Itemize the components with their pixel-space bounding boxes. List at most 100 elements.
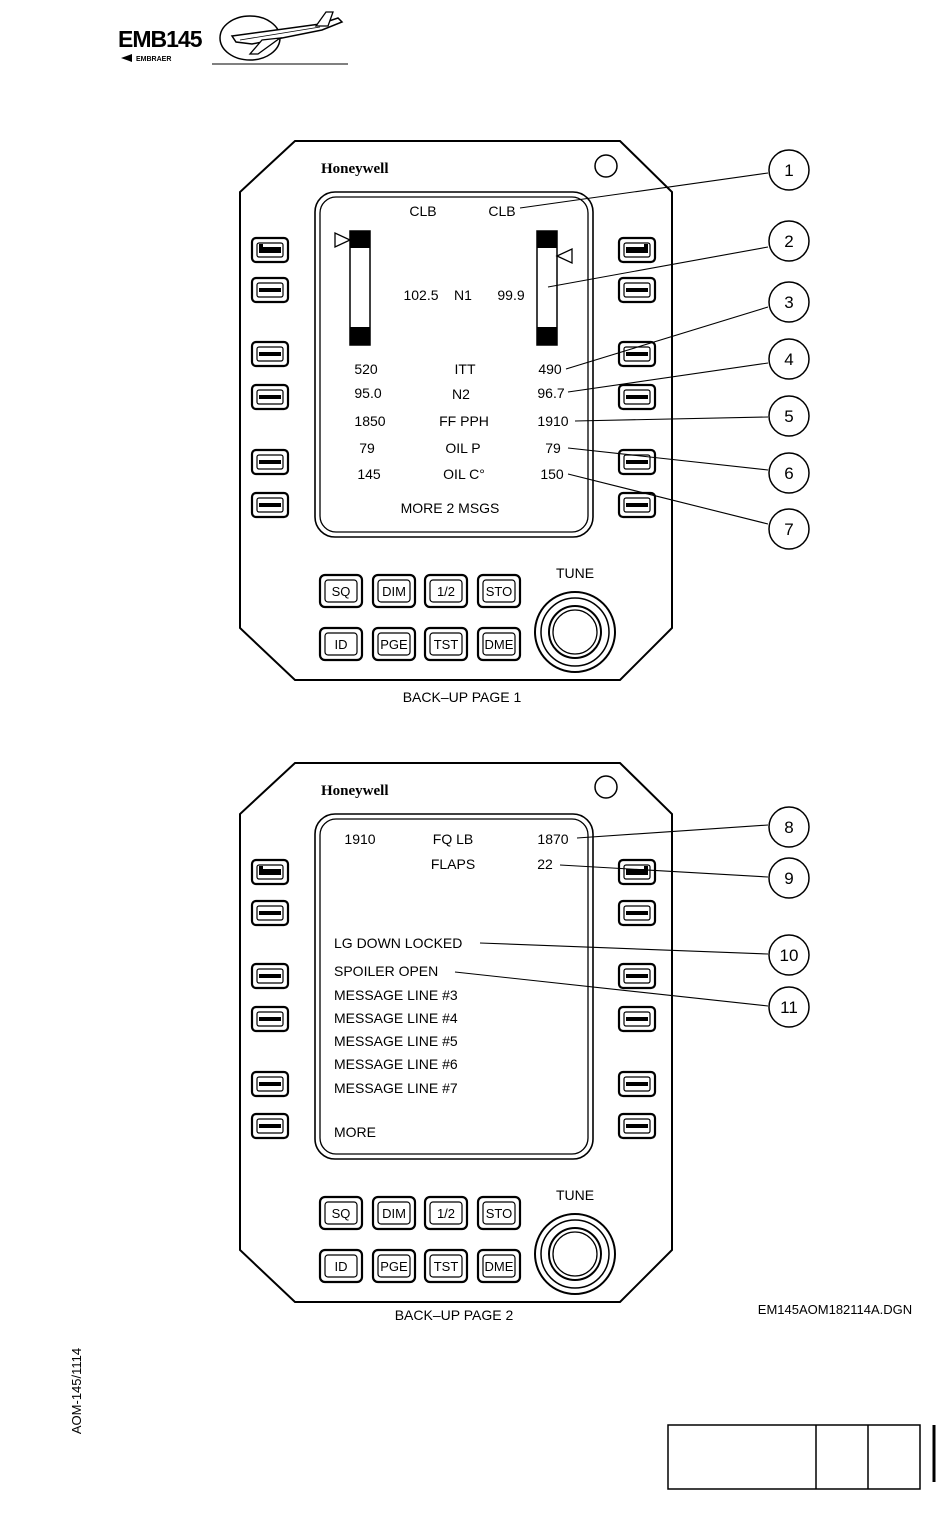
key-tst-button[interactable]: TST: [423, 1248, 469, 1284]
key-pge-button[interactable]: PGE: [371, 626, 417, 662]
line-select-key-right-5[interactable]: [617, 448, 657, 476]
line-select-icon: [626, 395, 648, 399]
key-dim-button[interactable]: DIM: [371, 1195, 417, 1231]
callout-number: 7: [784, 520, 793, 539]
line-select-key-left-4[interactable]: [250, 383, 290, 411]
line-select-key-right-2[interactable]: [617, 276, 657, 304]
line-select-icon: [259, 503, 281, 507]
logo-model: EMB145: [118, 26, 203, 52]
line-select-key-left-5[interactable]: [250, 448, 290, 476]
panel1-callouts: [519, 172, 769, 525]
line-select-keys[interactable]: [250, 858, 657, 1140]
key-tst-button[interactable]: TST: [423, 626, 469, 662]
n1-left-value: 102.5: [403, 287, 438, 303]
ff-row: 1850 FF PPH 1910: [354, 413, 568, 429]
key-sto-button[interactable]: STO: [476, 573, 522, 609]
line-select-key-left-3[interactable]: [250, 962, 290, 990]
ff-right: 1910: [537, 413, 568, 429]
n1-right-pointer-icon: [555, 247, 573, 265]
line-select-key-right-1[interactable]: [617, 858, 657, 886]
tune-knob[interactable]: [534, 1213, 616, 1295]
key-1-2-button[interactable]: 1/2: [423, 573, 469, 609]
key-id-button[interactable]: ID: [318, 1248, 364, 1284]
line-select-key-right-6[interactable]: [617, 1112, 657, 1140]
airplane-icon: [230, 11, 344, 55]
message-line: MESSAGE LINE #5: [334, 1033, 458, 1049]
line-select-key-left-1[interactable]: [250, 858, 290, 886]
display-footer: MORE: [334, 1124, 376, 1140]
line-select-icon: [626, 1017, 648, 1021]
revision-block: [667, 1424, 936, 1490]
line-select-key-right-4[interactable]: [617, 383, 657, 411]
oil-p-label: OIL P: [445, 440, 480, 456]
callout-1: 1: [768, 149, 810, 191]
panel1-caption: BACK–UP PAGE 1: [403, 689, 522, 705]
line-select-icon: [626, 288, 648, 292]
callout-number: 11: [780, 998, 798, 1017]
key-dme-button[interactable]: DME: [476, 626, 522, 662]
line-select-key-left-2[interactable]: [250, 899, 290, 927]
key-id-button[interactable]: ID: [318, 626, 364, 662]
mode-left: CLB: [409, 203, 436, 219]
line-select-key-right-3[interactable]: [617, 340, 657, 368]
line-select-key-left-3[interactable]: [250, 340, 290, 368]
tune-knob[interactable]: [534, 591, 616, 673]
display-screen: [319, 196, 589, 533]
line-select-key-left-2[interactable]: [250, 276, 290, 304]
flaps-value: 22: [537, 856, 553, 872]
n1-right-bar: [536, 230, 558, 346]
display-footer: MORE 2 MSGS: [401, 500, 500, 516]
callout-number: 8: [784, 818, 793, 837]
line-select-key-right-6[interactable]: [617, 491, 657, 519]
ff-left: 1850: [354, 413, 385, 429]
oil-c-right: 150: [540, 466, 564, 482]
n1-label: N1: [454, 287, 472, 303]
tune-label: TUNE: [556, 1187, 594, 1203]
callout-8: 8: [768, 806, 810, 848]
line-select-icon: [259, 244, 281, 253]
line-select-keys[interactable]: [250, 236, 657, 519]
message-line: MESSAGE LINE #4: [334, 1010, 458, 1026]
callout-number: 1: [784, 161, 793, 180]
line-select-key-left-5[interactable]: [250, 1070, 290, 1098]
n2-right: 96.7: [537, 385, 564, 401]
key-dme-button[interactable]: DME: [476, 1248, 522, 1284]
line-select-icon: [626, 911, 648, 915]
mode-right: CLB: [488, 203, 515, 219]
key-label: DME: [485, 1259, 514, 1274]
key-sto-button[interactable]: STO: [476, 1195, 522, 1231]
oil-c-label: OIL C°: [443, 466, 485, 482]
key-label: PGE: [380, 1259, 408, 1274]
line-select-icon: [626, 974, 648, 978]
doc-id: AOM-145/1114: [69, 1348, 84, 1434]
drawing-id: EM145AOM182114A.DGN: [758, 1302, 912, 1317]
line-select-key-left-6[interactable]: [250, 491, 290, 519]
key-label: ID: [335, 637, 348, 652]
oil-p-right: 79: [545, 440, 561, 456]
line-select-key-right-5[interactable]: [617, 1070, 657, 1098]
callout-number: 5: [784, 407, 793, 426]
message-line: LG DOWN LOCKED: [334, 935, 462, 951]
key-sq-button[interactable]: SQ: [318, 1195, 364, 1231]
key-sq-button[interactable]: SQ: [318, 573, 364, 609]
line-select-key-left-1[interactable]: [250, 236, 290, 264]
line-select-key-right-3[interactable]: [617, 962, 657, 990]
callout-2: 2: [768, 220, 810, 262]
line-select-key-right-4[interactable]: [617, 1005, 657, 1033]
itt-left: 520: [354, 361, 378, 377]
line-select-icon: [259, 1017, 281, 1021]
n2-left: 95.0: [354, 385, 381, 401]
key-pge-button[interactable]: PGE: [371, 1248, 417, 1284]
brand-label: Honeywell: [321, 161, 389, 177]
line-select-key-left-4[interactable]: [250, 1005, 290, 1033]
line-select-key-right-2[interactable]: [617, 899, 657, 927]
line-select-key-left-6[interactable]: [250, 1112, 290, 1140]
line-select-key-right-1[interactable]: [617, 236, 657, 264]
fq-left: 1910: [344, 831, 375, 847]
key-1-2-button[interactable]: 1/2: [423, 1195, 469, 1231]
n1-left-pointer-icon: [334, 231, 352, 249]
key-dim-button[interactable]: DIM: [371, 573, 417, 609]
